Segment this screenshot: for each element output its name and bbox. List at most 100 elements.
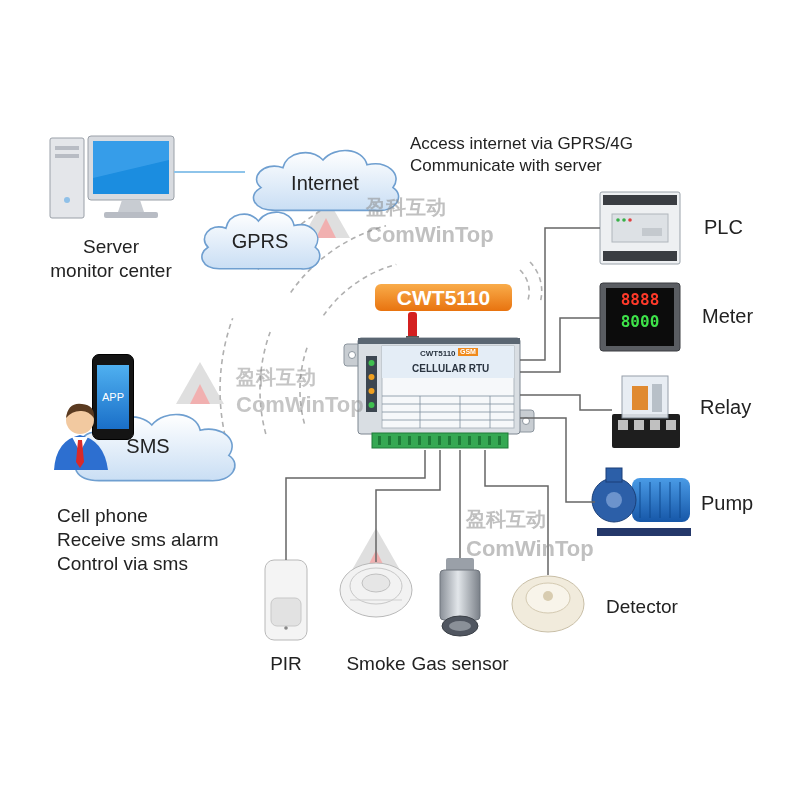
pump-device: Pump bbox=[595, 466, 691, 538]
watermark-text: ComWinTop bbox=[466, 536, 594, 561]
gprs-cloud: GPRS bbox=[195, 204, 325, 276]
pump-illustration bbox=[592, 468, 691, 536]
gas-sensor: Gas sensor bbox=[438, 558, 482, 638]
rtu-illustration bbox=[382, 396, 514, 397]
heat-detector-illustration bbox=[526, 583, 570, 613]
pir-illustration bbox=[271, 598, 301, 626]
watermark-logo bbox=[316, 218, 336, 238]
rtu-illustration bbox=[349, 352, 356, 359]
relay-illustration bbox=[622, 376, 668, 418]
rtu-illustration bbox=[478, 436, 481, 445]
signal-waves bbox=[530, 262, 542, 303]
relay-illustration bbox=[612, 376, 680, 448]
relay-illustration bbox=[666, 420, 676, 430]
computer-illustration bbox=[64, 197, 70, 203]
connector-line bbox=[520, 318, 600, 372]
rtu-illustration bbox=[468, 436, 471, 445]
meter-illustration bbox=[600, 283, 680, 351]
smoke-detector-illustration bbox=[350, 600, 402, 601]
pump-illustration bbox=[597, 528, 691, 536]
rtu-illustration bbox=[369, 402, 375, 408]
rtu-illustration bbox=[408, 312, 417, 340]
watermark-text: 盈科互动 bbox=[466, 508, 546, 531]
rtu-illustration bbox=[408, 436, 411, 445]
node-label: Gas sensor bbox=[395, 653, 525, 675]
heat-detector-illustration bbox=[512, 576, 584, 632]
node-label: APP bbox=[97, 365, 129, 429]
connector-line bbox=[520, 418, 595, 502]
pump-illustration bbox=[606, 492, 622, 508]
person-illustration bbox=[66, 406, 94, 434]
rtu-illustration bbox=[382, 420, 514, 421]
smoke-detector-illustration bbox=[362, 574, 390, 592]
note-text: Control via sms bbox=[57, 553, 188, 575]
node-label: CWT5110 bbox=[420, 349, 456, 358]
connector-line bbox=[376, 450, 440, 562]
rtu-illustration bbox=[369, 388, 375, 394]
plc-illustration bbox=[603, 251, 677, 261]
person-illustration bbox=[66, 404, 94, 418]
node-label: Relay bbox=[700, 396, 751, 419]
rtu-illustration bbox=[448, 436, 451, 445]
rtu-illustration bbox=[488, 436, 491, 445]
smoke-detector-illustration bbox=[340, 563, 412, 617]
rtu-illustration bbox=[388, 436, 391, 445]
rtu-illustration bbox=[458, 436, 461, 445]
plc-illustration bbox=[600, 192, 680, 264]
gas-sensor-illustration bbox=[442, 616, 478, 636]
computer-illustration bbox=[88, 136, 174, 200]
rtu-illustration bbox=[490, 396, 491, 428]
cell-phone: APP bbox=[92, 354, 134, 440]
plc-illustration bbox=[600, 192, 680, 264]
model-banner: CWT5110 bbox=[375, 284, 512, 311]
rtu-illustration bbox=[498, 436, 501, 445]
node-label: Smoke bbox=[326, 653, 426, 675]
rtu-illustration bbox=[382, 404, 514, 405]
pir-illustration bbox=[265, 560, 307, 640]
pump-illustration bbox=[660, 482, 661, 518]
heat-detector-illustration bbox=[543, 591, 553, 601]
connector-line bbox=[286, 450, 425, 560]
connector-line bbox=[174, 171, 245, 173]
rtu-illustration bbox=[418, 436, 421, 445]
node-text: CELLULAR RTU bbox=[412, 363, 489, 375]
note-text: Access internet via GPRS/4G bbox=[410, 134, 633, 154]
plc-device: PLC bbox=[600, 190, 680, 266]
computer-illustration bbox=[50, 136, 174, 218]
watermark-text: 盈科互动 bbox=[236, 366, 316, 389]
note-text: Communicate with server bbox=[410, 156, 602, 176]
pump-illustration bbox=[640, 482, 641, 518]
node-text: GSM bbox=[458, 348, 478, 356]
relay-illustration bbox=[652, 384, 662, 412]
plc-illustration bbox=[642, 228, 662, 236]
rtu-illustration bbox=[382, 412, 514, 413]
watermark-text: ComWinTop bbox=[236, 392, 364, 417]
smoke-detector-illustration bbox=[350, 568, 402, 604]
rtu-illustration bbox=[358, 338, 520, 434]
pump-illustration bbox=[650, 482, 651, 518]
plc-illustration bbox=[616, 218, 620, 222]
rtu-illustration bbox=[378, 436, 381, 445]
node-label: Meter bbox=[702, 305, 753, 328]
smoke-sensor: Smoke bbox=[340, 562, 412, 618]
cloud-outline bbox=[75, 414, 235, 480]
watermark-logo bbox=[176, 362, 224, 404]
node-label: Server bbox=[38, 236, 184, 258]
node-label: PIR bbox=[245, 653, 327, 675]
rtu-illustration bbox=[378, 436, 501, 445]
relay-illustration bbox=[612, 414, 680, 448]
watermark-logo bbox=[176, 196, 400, 570]
watermark-text: ComWinTop bbox=[366, 222, 494, 247]
rtu-illustration bbox=[358, 338, 520, 344]
rtu-illustration bbox=[438, 436, 441, 445]
pir-illustration bbox=[265, 560, 307, 640]
gas-sensor-illustration bbox=[440, 570, 480, 620]
rtu-illustration bbox=[382, 346, 514, 428]
heat-detector: Detector bbox=[512, 575, 584, 633]
meter-illustration bbox=[606, 288, 674, 346]
rtu-illustration bbox=[398, 436, 401, 445]
smoke-detector-illustration bbox=[340, 563, 412, 617]
meter-device: Meter88888000 bbox=[600, 283, 680, 351]
node-text: monitor center bbox=[38, 260, 184, 282]
rtu-illustration bbox=[420, 396, 421, 428]
